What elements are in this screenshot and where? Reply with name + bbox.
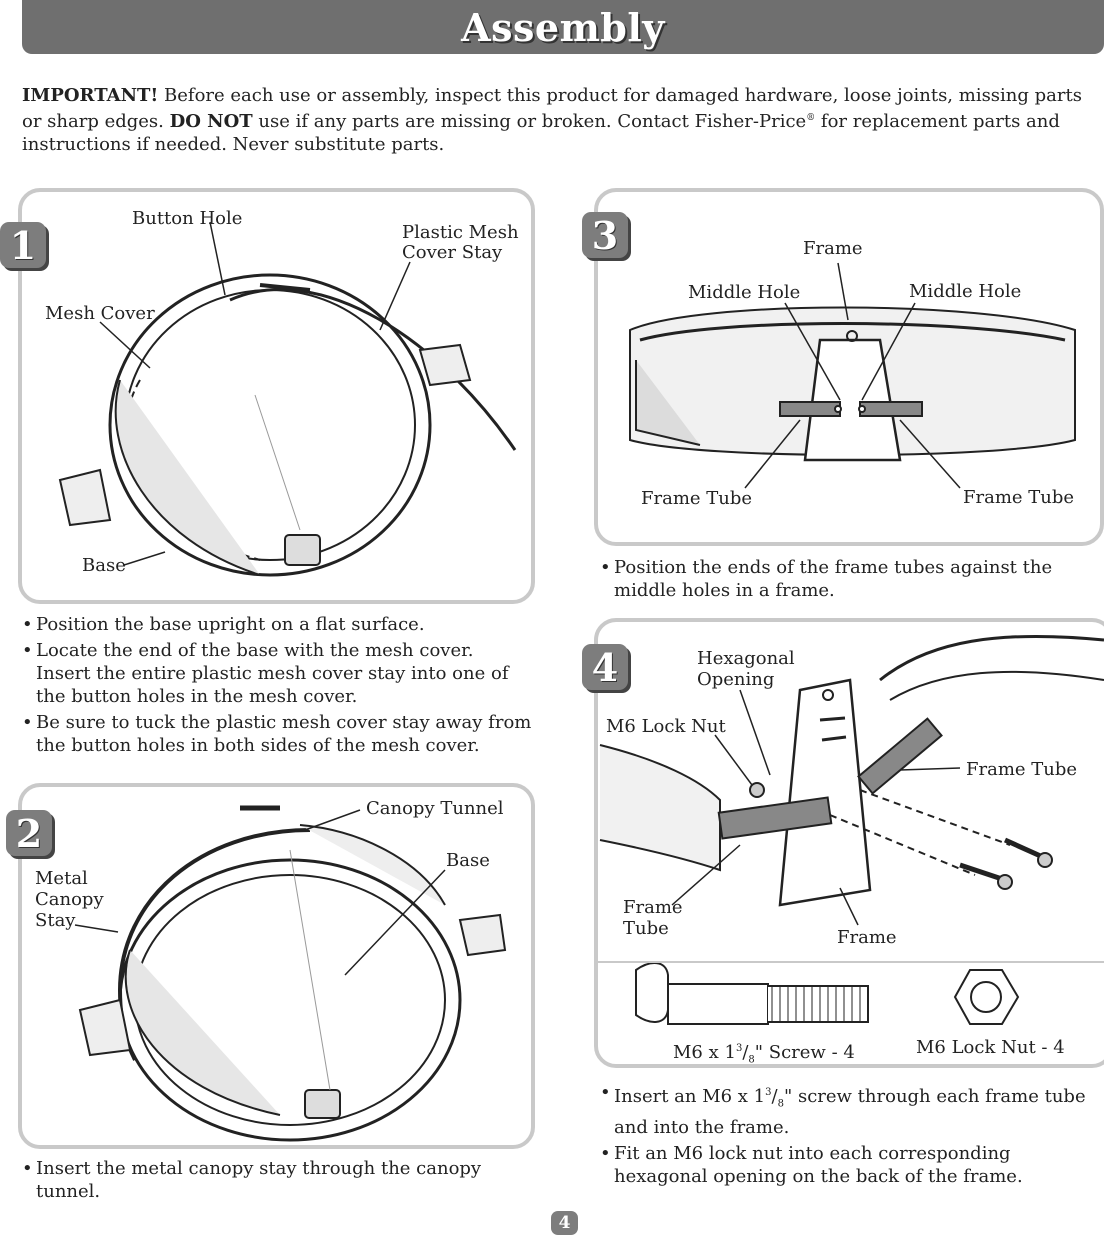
part-screw-text-b: " Screw - 4 [754, 1042, 855, 1063]
page-title: Assembly [461, 4, 665, 50]
important-lead: IMPORTANT! [22, 85, 159, 106]
important-text-1: Before each use or assembly, inspect thi… [22, 85, 1082, 132]
step-4-bullet: Insert an M6 x 13/8" screw through each … [600, 1081, 1102, 1139]
step-4-bullet-numerator: 3 [765, 1087, 772, 1098]
label-frame-tube-left: Frame Tube [641, 488, 753, 509]
label-frame: Frame [837, 927, 897, 948]
label-metal-stay-1: Metal [35, 868, 88, 889]
label-base: Base [82, 555, 126, 576]
important-text-2: use if any parts are missing or broken. … [252, 111, 807, 132]
label-metal-stay-3: Stay [35, 910, 76, 931]
important-text-3: for replacement parts and instructions i… [22, 111, 1060, 155]
step-1-bullet: Position the base upright on a flat surf… [22, 613, 532, 636]
label-base: Base [446, 850, 490, 871]
do-not-text: DO NOT [169, 111, 253, 132]
step-4-bullet-text-b: " screw through each frame tube and into… [614, 1086, 1086, 1138]
step-2-panel [18, 783, 535, 1149]
part-screw-label: M6 x 13/8" Screw - 4 [673, 1042, 855, 1066]
step-4-bullet-denominator: 8 [777, 1098, 784, 1110]
label-canopy-tunnel: Canopy Tunnel [366, 798, 504, 819]
label-m6-lock-nut: M6 Lock Nut [606, 716, 726, 737]
step-2-bullet: Insert the metal canopy stay through the… [22, 1157, 542, 1203]
page-number: 4 [551, 1211, 578, 1235]
step-4-bullet: Fit an M6 lock nut into each correspondi… [600, 1142, 1102, 1188]
label-frame-tube-left-2: Tube [623, 918, 669, 939]
step-2-instructions: Insert the metal canopy stay through the… [22, 1157, 542, 1206]
label-hexagonal-opening-2: Opening [697, 669, 775, 690]
label-plastic-stay-1: Plastic Mesh [402, 222, 519, 243]
parts-divider [598, 961, 1104, 963]
label-plastic-stay-2: Cover Stay [402, 242, 503, 263]
part-screw-numerator: 3 [735, 1043, 743, 1054]
part-screw-text-a: M6 x 1 [673, 1042, 736, 1063]
label-frame-tube-left-1: Frame [623, 897, 683, 918]
part-nut-label: M6 Lock Nut - 4 [916, 1037, 1065, 1058]
step-1-number: 1 [0, 222, 46, 268]
registered-mark: ® [806, 113, 816, 123]
label-frame-tube-right: Frame Tube [966, 759, 1078, 780]
step-4-instructions: Insert an M6 x 13/8" screw through each … [600, 1081, 1102, 1191]
label-middle-hole-right: Middle Hole [909, 281, 1022, 302]
step-3-bullet: Position the ends of the frame tubes aga… [600, 556, 1070, 602]
important-notice: IMPORTANT! Before each use or assembly, … [22, 84, 1082, 156]
step-1-instructions: Position the base upright on a flat surf… [22, 613, 532, 760]
part-screw-denominator: 8 [748, 1054, 755, 1066]
title-bar: Assembly [22, 0, 1104, 54]
label-middle-hole-left: Middle Hole [688, 282, 801, 303]
label-button-hole: Button Hole [132, 208, 243, 229]
step-4-bullet-text: Fit an M6 lock nut into each correspondi… [614, 1142, 1023, 1187]
step-3-instructions: Position the ends of the frame tubes aga… [600, 556, 1070, 605]
label-frame: Frame [803, 238, 863, 259]
label-mesh-cover: Mesh Cover [45, 303, 155, 324]
label-metal-stay-2: Canopy [35, 889, 104, 910]
step-1-panel [18, 188, 535, 604]
label-hexagonal-opening-1: Hexagonal [697, 648, 795, 669]
label-frame-tube-right: Frame Tube [963, 487, 1075, 508]
step-4-number: 4 [582, 644, 628, 690]
step-1-bullet: Locate the end of the base with the mesh… [22, 639, 532, 708]
step-4-bullet-text-a: Insert an M6 x 1 [614, 1086, 766, 1107]
step-1-bullet: Be sure to tuck the plastic mesh cover s… [22, 711, 532, 757]
step-2-number: 2 [6, 810, 52, 856]
step-3-number: 3 [582, 212, 628, 258]
